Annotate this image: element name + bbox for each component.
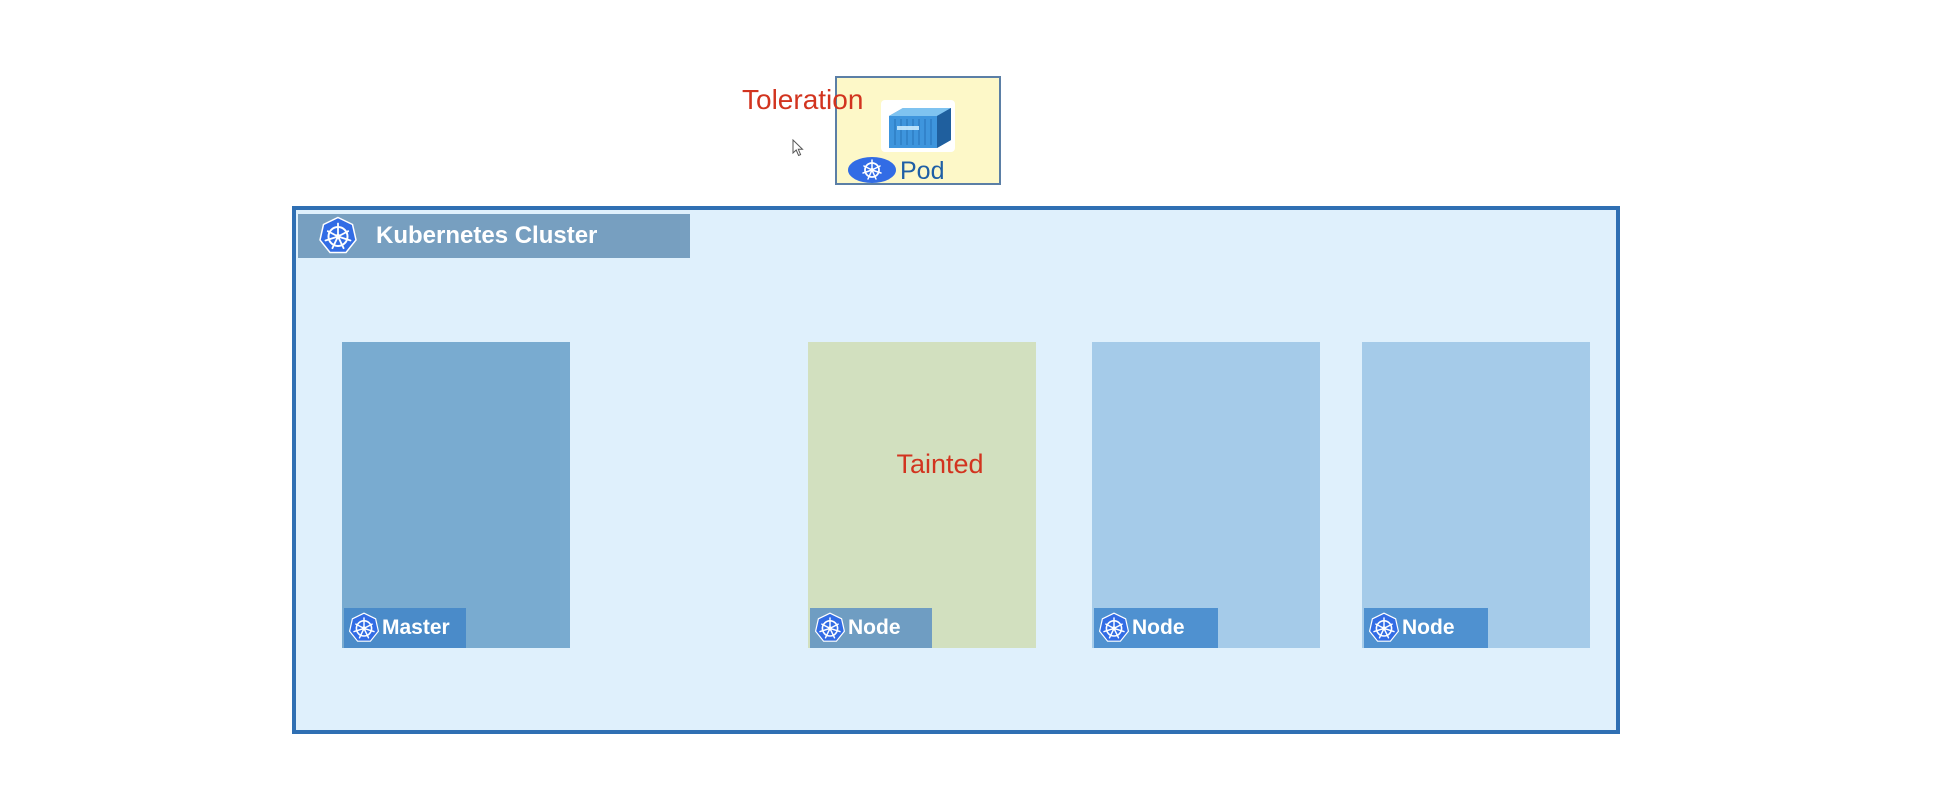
node-label-bar: Node [1364, 608, 1488, 648]
node-label: Node [848, 616, 901, 639]
mouse-pointer-icon [792, 138, 804, 157]
master-node: Master [342, 342, 570, 648]
kubernetes-wheel-icon [847, 156, 897, 184]
node-label-bar: Master [344, 608, 466, 648]
kubernetes-cluster: Kubernetes Cluster Master Tainted Node N… [292, 206, 1620, 734]
shipping-container-icon [881, 100, 955, 152]
tainted-worker-node: Tainted Node [808, 342, 1036, 648]
node-label: Master [382, 616, 450, 639]
node-label: Node [1132, 616, 1185, 639]
tainted-label: Tainted [896, 449, 984, 479]
worker-node: Node [1362, 342, 1590, 648]
node-label-bar: Node [810, 608, 932, 648]
cluster-header: Kubernetes Cluster [298, 214, 690, 258]
kubernetes-wheel-icon [814, 612, 846, 644]
kubernetes-wheel-icon [1098, 612, 1130, 644]
kubernetes-wheel-icon [348, 612, 380, 644]
node-label-bar: Node [1094, 608, 1218, 648]
pod-box: Pod [835, 76, 1001, 185]
node-label: Node [1402, 616, 1455, 639]
toleration-label: Toleration [742, 84, 864, 115]
kubernetes-wheel-icon [1368, 612, 1400, 644]
pod-label: Pod [900, 157, 945, 185]
kubernetes-wheel-icon [318, 216, 358, 256]
worker-node: Node [1092, 342, 1320, 648]
cluster-title: Kubernetes Cluster [376, 222, 598, 249]
